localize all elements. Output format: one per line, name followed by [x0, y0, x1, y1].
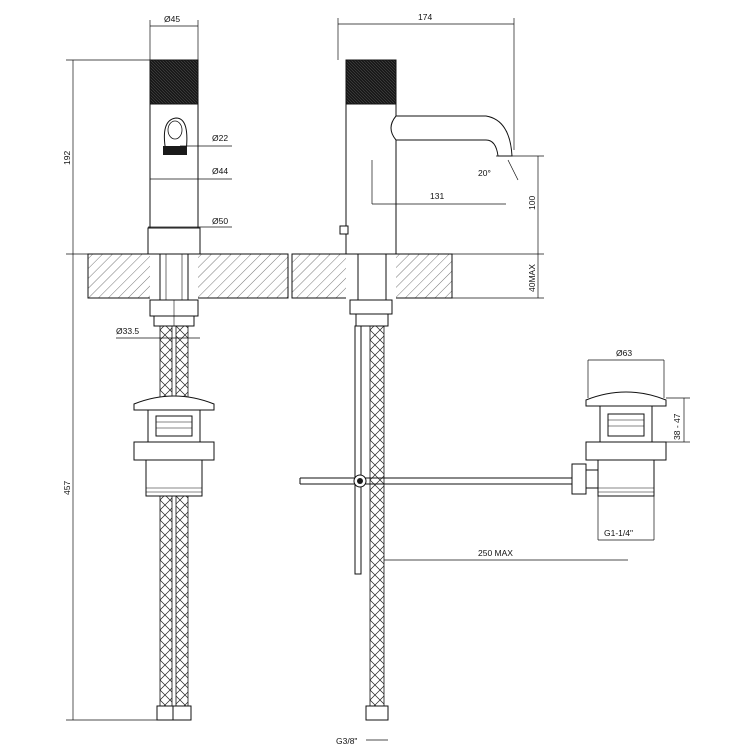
side-popup-rod	[354, 325, 362, 575]
dim-spout-height: 100	[527, 196, 537, 210]
side-view: 174 131 20° 100 40MAX 250 MAX G3/8"	[291, 12, 628, 746]
side-hose	[369, 325, 385, 707]
front-waste	[133, 395, 215, 497]
dim-aerator-diameter: Ø22	[212, 133, 228, 143]
front-hose-right	[175, 325, 189, 707]
dim-waste-height: 38 - 47	[672, 413, 682, 440]
dim-spout-angle: 20°	[478, 168, 491, 178]
dim-front-height: 192	[62, 151, 72, 165]
dim-max-deck: 40MAX	[527, 264, 537, 292]
dim-waste-cap: Ø63	[616, 348, 632, 358]
front-shank	[159, 253, 189, 301]
waste-detail: Ø63 38 - 47 G1-1/4"	[571, 348, 690, 541]
dim-fixing-diameter: Ø33.5	[116, 326, 139, 336]
dim-front-top-diameter: Ø45	[164, 14, 180, 24]
front-view: Ø45 Ø22 Ø44 Ø50 Ø33.5 192 457	[62, 14, 289, 721]
dim-base-diameter: Ø50	[212, 216, 228, 226]
dim-projection-width: 174	[418, 12, 432, 22]
dim-waste-thread: G1-1/4"	[604, 528, 633, 538]
side-handle	[345, 59, 397, 105]
dim-body-diameter: Ø44	[212, 166, 228, 176]
side-spout	[390, 115, 513, 157]
dim-hose-length: 457	[62, 481, 72, 495]
dim-rod-length: 250 MAX	[478, 548, 513, 558]
front-handle	[149, 59, 199, 105]
dim-spout-reach: 131	[430, 191, 444, 201]
front-hose-left	[159, 325, 173, 707]
dim-hose-thread: G3/8"	[336, 736, 357, 746]
